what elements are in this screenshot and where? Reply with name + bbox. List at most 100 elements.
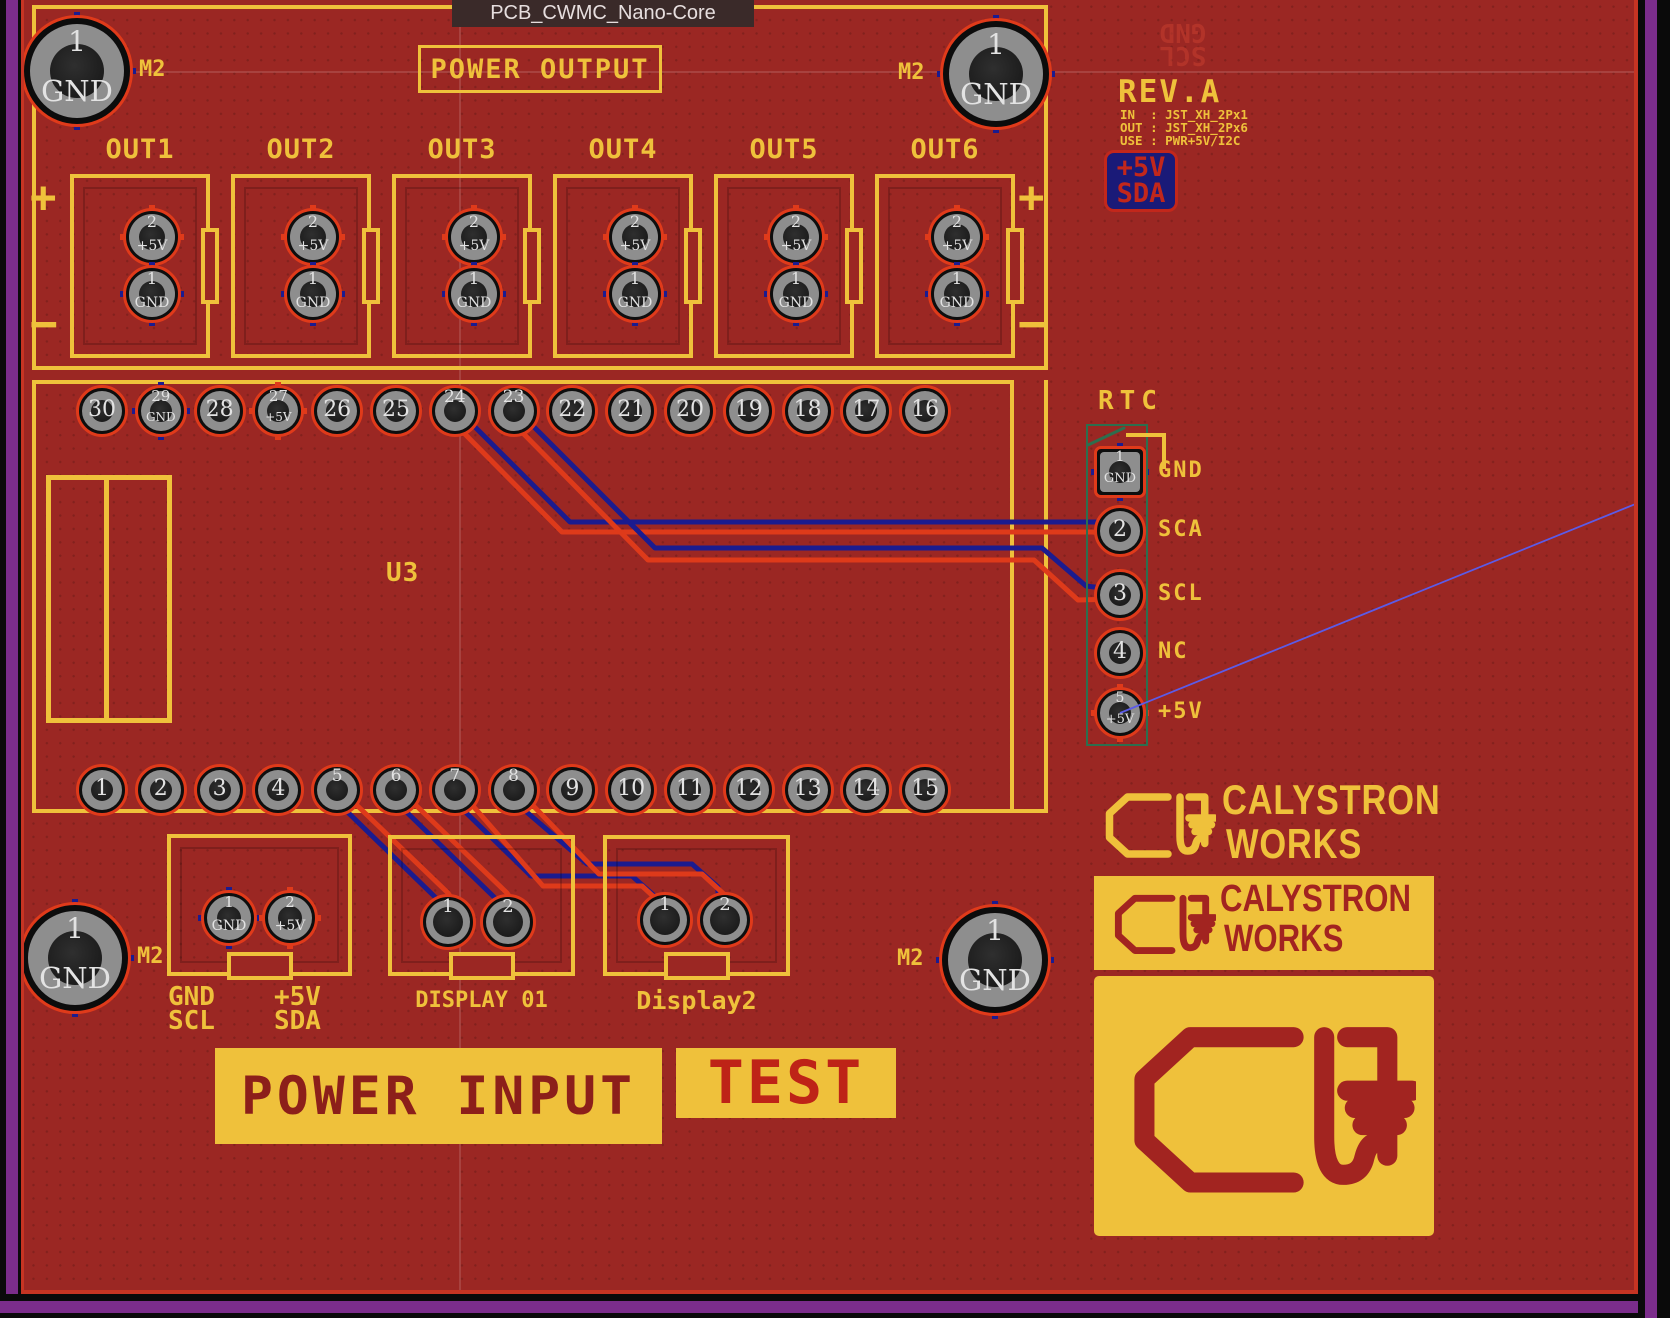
pad-hole: [650, 905, 680, 935]
u3-pin-4[interactable]: 4: [252, 764, 305, 816]
out-pad-5v[interactable]: 2+5V: [442, 205, 506, 269]
u3-pin-13[interactable]: 13: [781, 764, 834, 816]
u3-pin-24[interactable]: 24: [428, 385, 481, 437]
out-pad-5v[interactable]: 2+5V: [281, 205, 345, 269]
file-tab[interactable]: PCB_CWMC_Nano-Core: [452, 0, 754, 27]
pad-number: 1: [68, 25, 86, 58]
out-pad-5v[interactable]: 2+5V: [120, 205, 184, 269]
out-pad-5v[interactable]: 2+5V: [925, 205, 989, 269]
u3-pin-6[interactable]: 6: [370, 764, 422, 816]
logo-c-glyph: [1105, 793, 1172, 858]
brand-logo-large: [1110, 992, 1416, 1220]
display1-pad-2[interactable]: 2: [480, 894, 536, 950]
pad-net-label: GND: [211, 918, 247, 934]
u3-pin-25[interactable]: 25: [370, 385, 422, 437]
board-edge: [18, 0, 21, 1318]
pad-hole: [914, 779, 937, 801]
pad-net-label: GND: [134, 295, 170, 311]
pad-number: 1: [307, 269, 319, 288]
pad-number: 1: [146, 269, 158, 288]
pad-number: 25: [382, 397, 410, 422]
u3-pin-22[interactable]: 22: [546, 385, 599, 437]
pad-net-label: GND: [456, 295, 492, 311]
pad-hole: [622, 281, 648, 307]
i2c-pad-5v[interactable]: 2+5V: [259, 887, 321, 949]
logo-ground-hook: [1185, 793, 1209, 822]
u3-pin-3[interactable]: 3: [193, 764, 246, 816]
display2-pad-2[interactable]: 2: [697, 892, 753, 948]
power-input-text: POWER INPUT: [241, 1065, 636, 1127]
display2-pad-1[interactable]: 1: [637, 892, 693, 948]
power-output-title: POWER OUTPUT: [430, 53, 650, 85]
u3-pin-30[interactable]: 30: [76, 385, 128, 437]
u3-pin-26[interactable]: 26: [311, 385, 364, 437]
u3-pin-5[interactable]: 5: [311, 764, 364, 816]
pad-hole: [783, 281, 809, 307]
pad-number: 2: [153, 776, 168, 801]
out-pad-5v[interactable]: 2+5V: [764, 205, 828, 269]
board-edge: [0, 1313, 1670, 1318]
logo-w-glyph: [1176, 793, 1209, 855]
pad-net-label: GND: [939, 295, 975, 311]
pad-hole: [796, 779, 819, 801]
out-connector-label: OUT1: [105, 134, 175, 165]
logo-ground-hook: [1337, 1027, 1398, 1101]
pad-number: 24: [443, 387, 466, 407]
pad-number: 18: [793, 397, 822, 422]
u3-pin-11[interactable]: 11: [664, 764, 716, 816]
pad-number: 1: [951, 269, 963, 288]
pad-hole: [217, 906, 241, 930]
u3-pin-2[interactable]: 2: [134, 764, 187, 816]
display1-pad-1[interactable]: 1: [420, 894, 476, 950]
out-pad-5v[interactable]: 2+5V: [603, 205, 667, 269]
u3-pin-7[interactable]: 7: [428, 764, 481, 816]
pad-number: 11: [676, 776, 704, 801]
u3-pin-12[interactable]: 12: [722, 764, 775, 816]
u3-pin-1[interactable]: 1: [76, 764, 128, 816]
u3-pin-17[interactable]: 17: [840, 385, 893, 437]
out-connector-key-tab: [684, 228, 702, 304]
u3-pin-23[interactable]: 23: [487, 385, 540, 437]
board-edge-red: [24, 1290, 1636, 1294]
u3-pin-9[interactable]: 9: [546, 764, 599, 816]
u3-pin-18[interactable]: 18: [781, 385, 834, 437]
pad-number: 6: [390, 766, 402, 786]
brand-logo-large-box: [1094, 976, 1434, 1236]
u3-pin-14[interactable]: 14: [840, 764, 893, 816]
logo-c-glyph: [1134, 1027, 1304, 1193]
pad-hole: [461, 281, 487, 307]
out-connector-key-tab: [1006, 228, 1024, 304]
u3-pin-20[interactable]: 20: [664, 385, 716, 437]
rtc-pin-label-NC: NC: [1158, 639, 1189, 664]
u3-pin-15[interactable]: 15: [899, 764, 952, 816]
u3-pin-19[interactable]: 19: [722, 385, 775, 437]
u3-pin-16[interactable]: 16: [899, 385, 952, 437]
power-input-banner: POWER INPUT: [215, 1048, 662, 1144]
mirrored-line: GND: [1159, 16, 1207, 47]
u3-pin-8[interactable]: 8: [487, 764, 540, 816]
brand-name-line1: CALYSTRON: [1222, 776, 1441, 823]
rtc-pin-label-SCA: SCA: [1158, 517, 1204, 542]
u3-pin-10[interactable]: 10: [605, 764, 658, 816]
pad-hole: [326, 779, 349, 801]
u3-pin-27[interactable]: 27+5V: [249, 382, 308, 440]
pad-hole: [139, 281, 165, 307]
u3-pin-28[interactable]: 28: [193, 385, 246, 437]
pad-number: 13: [793, 776, 822, 801]
pad-hole: [300, 224, 326, 250]
display1-connector-key-tab: [448, 952, 515, 980]
u3-pin-21[interactable]: 21: [605, 385, 658, 437]
